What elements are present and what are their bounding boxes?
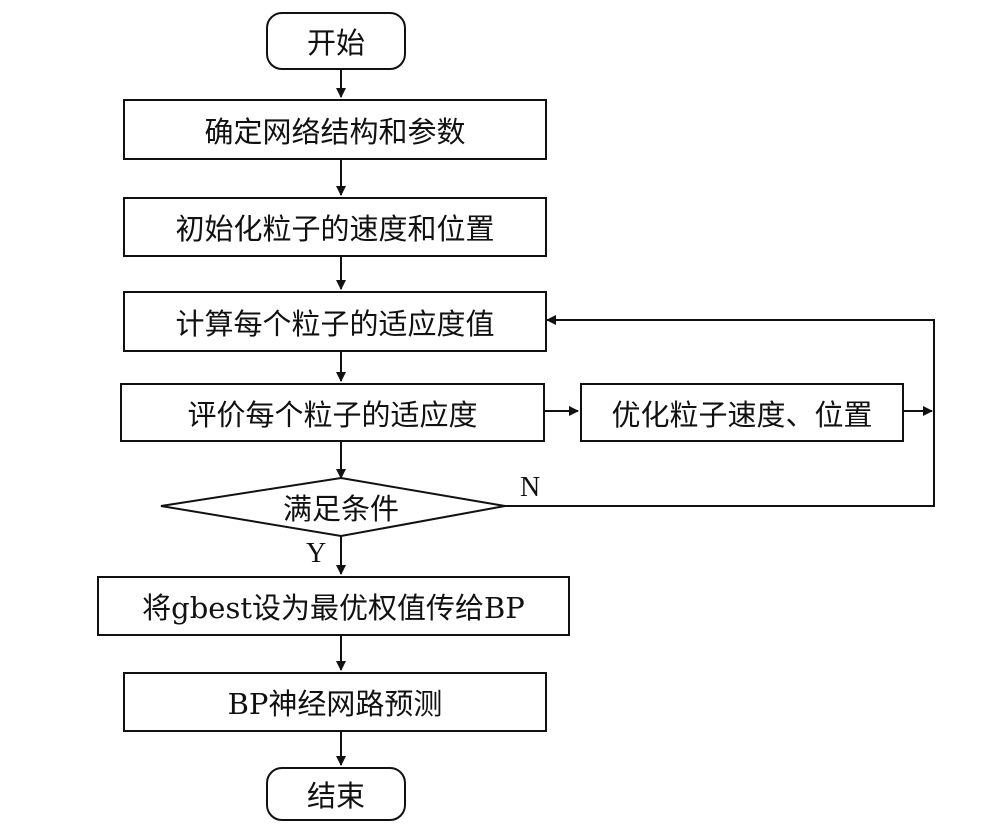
compute-fitness-label: 计算每个粒子的适应度值	[175, 306, 495, 341]
compute-fitness-box: 计算每个粒子的适应度值	[123, 291, 547, 352]
bp-predict-label: BP神经网路预测	[227, 687, 443, 721]
assign-gbest-box: 将gbest设为最优权值传给BP	[97, 576, 570, 636]
start-node: 开始	[266, 12, 406, 70]
evaluate-fitness-label: 评价每个粒子的适应度	[187, 397, 478, 432]
end-node: 结束	[266, 767, 406, 821]
assign-gbest-label: 将gbest设为最优权值传给BP	[142, 591, 525, 625]
define-network-box: 确定网络结构和参数	[123, 99, 547, 160]
decision-label: 满足条件	[282, 492, 399, 526]
branch-no-label: N	[520, 472, 541, 503]
decision-diamond	[160, 476, 506, 538]
define-network-label: 确定网络结构和参数	[204, 114, 466, 149]
start-label: 开始	[306, 26, 365, 60]
evaluate-fitness-box: 评价每个粒子的适应度	[120, 383, 545, 442]
optimize-particles-box: 优化粒子速度、位置	[580, 383, 904, 442]
init-particles-box: 初始化粒子的速度和位置	[123, 197, 547, 257]
end-label: 结束	[306, 779, 365, 813]
init-particles-label: 初始化粒子的速度和位置	[175, 212, 495, 246]
optimize-particles-label: 优化粒子速度、位置	[611, 397, 873, 432]
branch-yes-label: Y	[306, 538, 327, 569]
loop-back-line	[505, 315, 935, 507]
bp-predict-box: BP神经网路预测	[123, 672, 547, 732]
